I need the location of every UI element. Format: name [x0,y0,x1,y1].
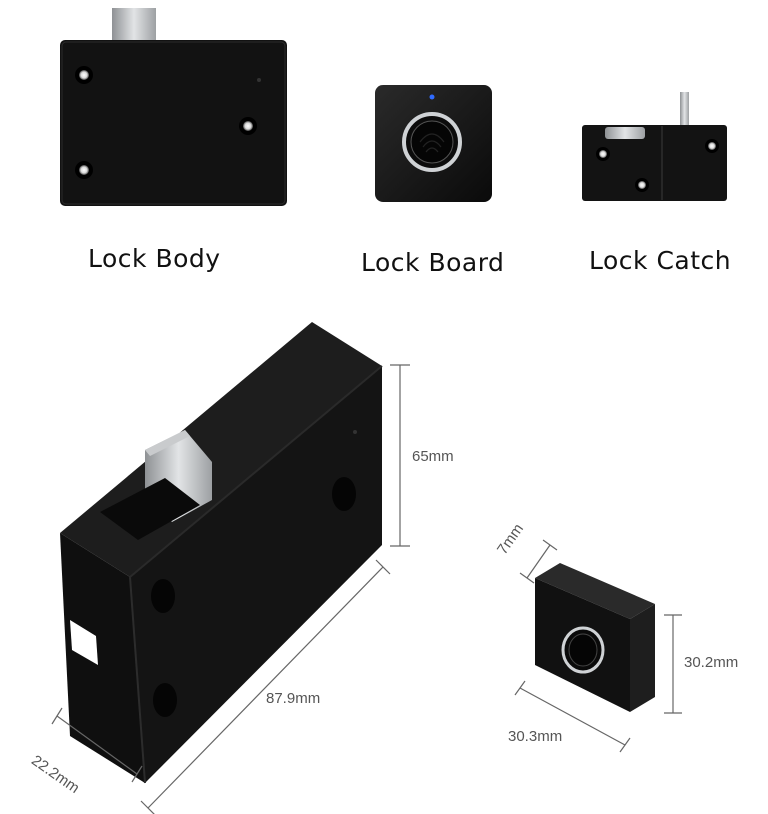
lock-catch-label: Lock Catch [589,246,732,275]
lock-body-label: Lock Body [88,244,221,273]
board-height-dimension: 30.2mm [684,654,739,671]
body-height-dimension: 65mm [412,448,454,465]
indicator-led-icon [429,94,435,100]
fingerprint-sensor-icon [561,626,605,674]
body-width-dimension: 87.9mm [266,690,321,707]
lock-board-front-view [375,85,492,202]
fingerprint-sensor-icon [402,112,462,172]
lock-body-3d-view [60,322,383,784]
dimension-lines-board [514,539,682,753]
lock-board-label: Lock Board [361,248,505,277]
board-width-dimension: 30.3mm [508,728,563,745]
dimension-lines-body [51,364,410,814]
lock-body-front-view [60,8,287,206]
lock-catch-view [582,92,727,201]
lock-board-3d-view [535,563,655,712]
